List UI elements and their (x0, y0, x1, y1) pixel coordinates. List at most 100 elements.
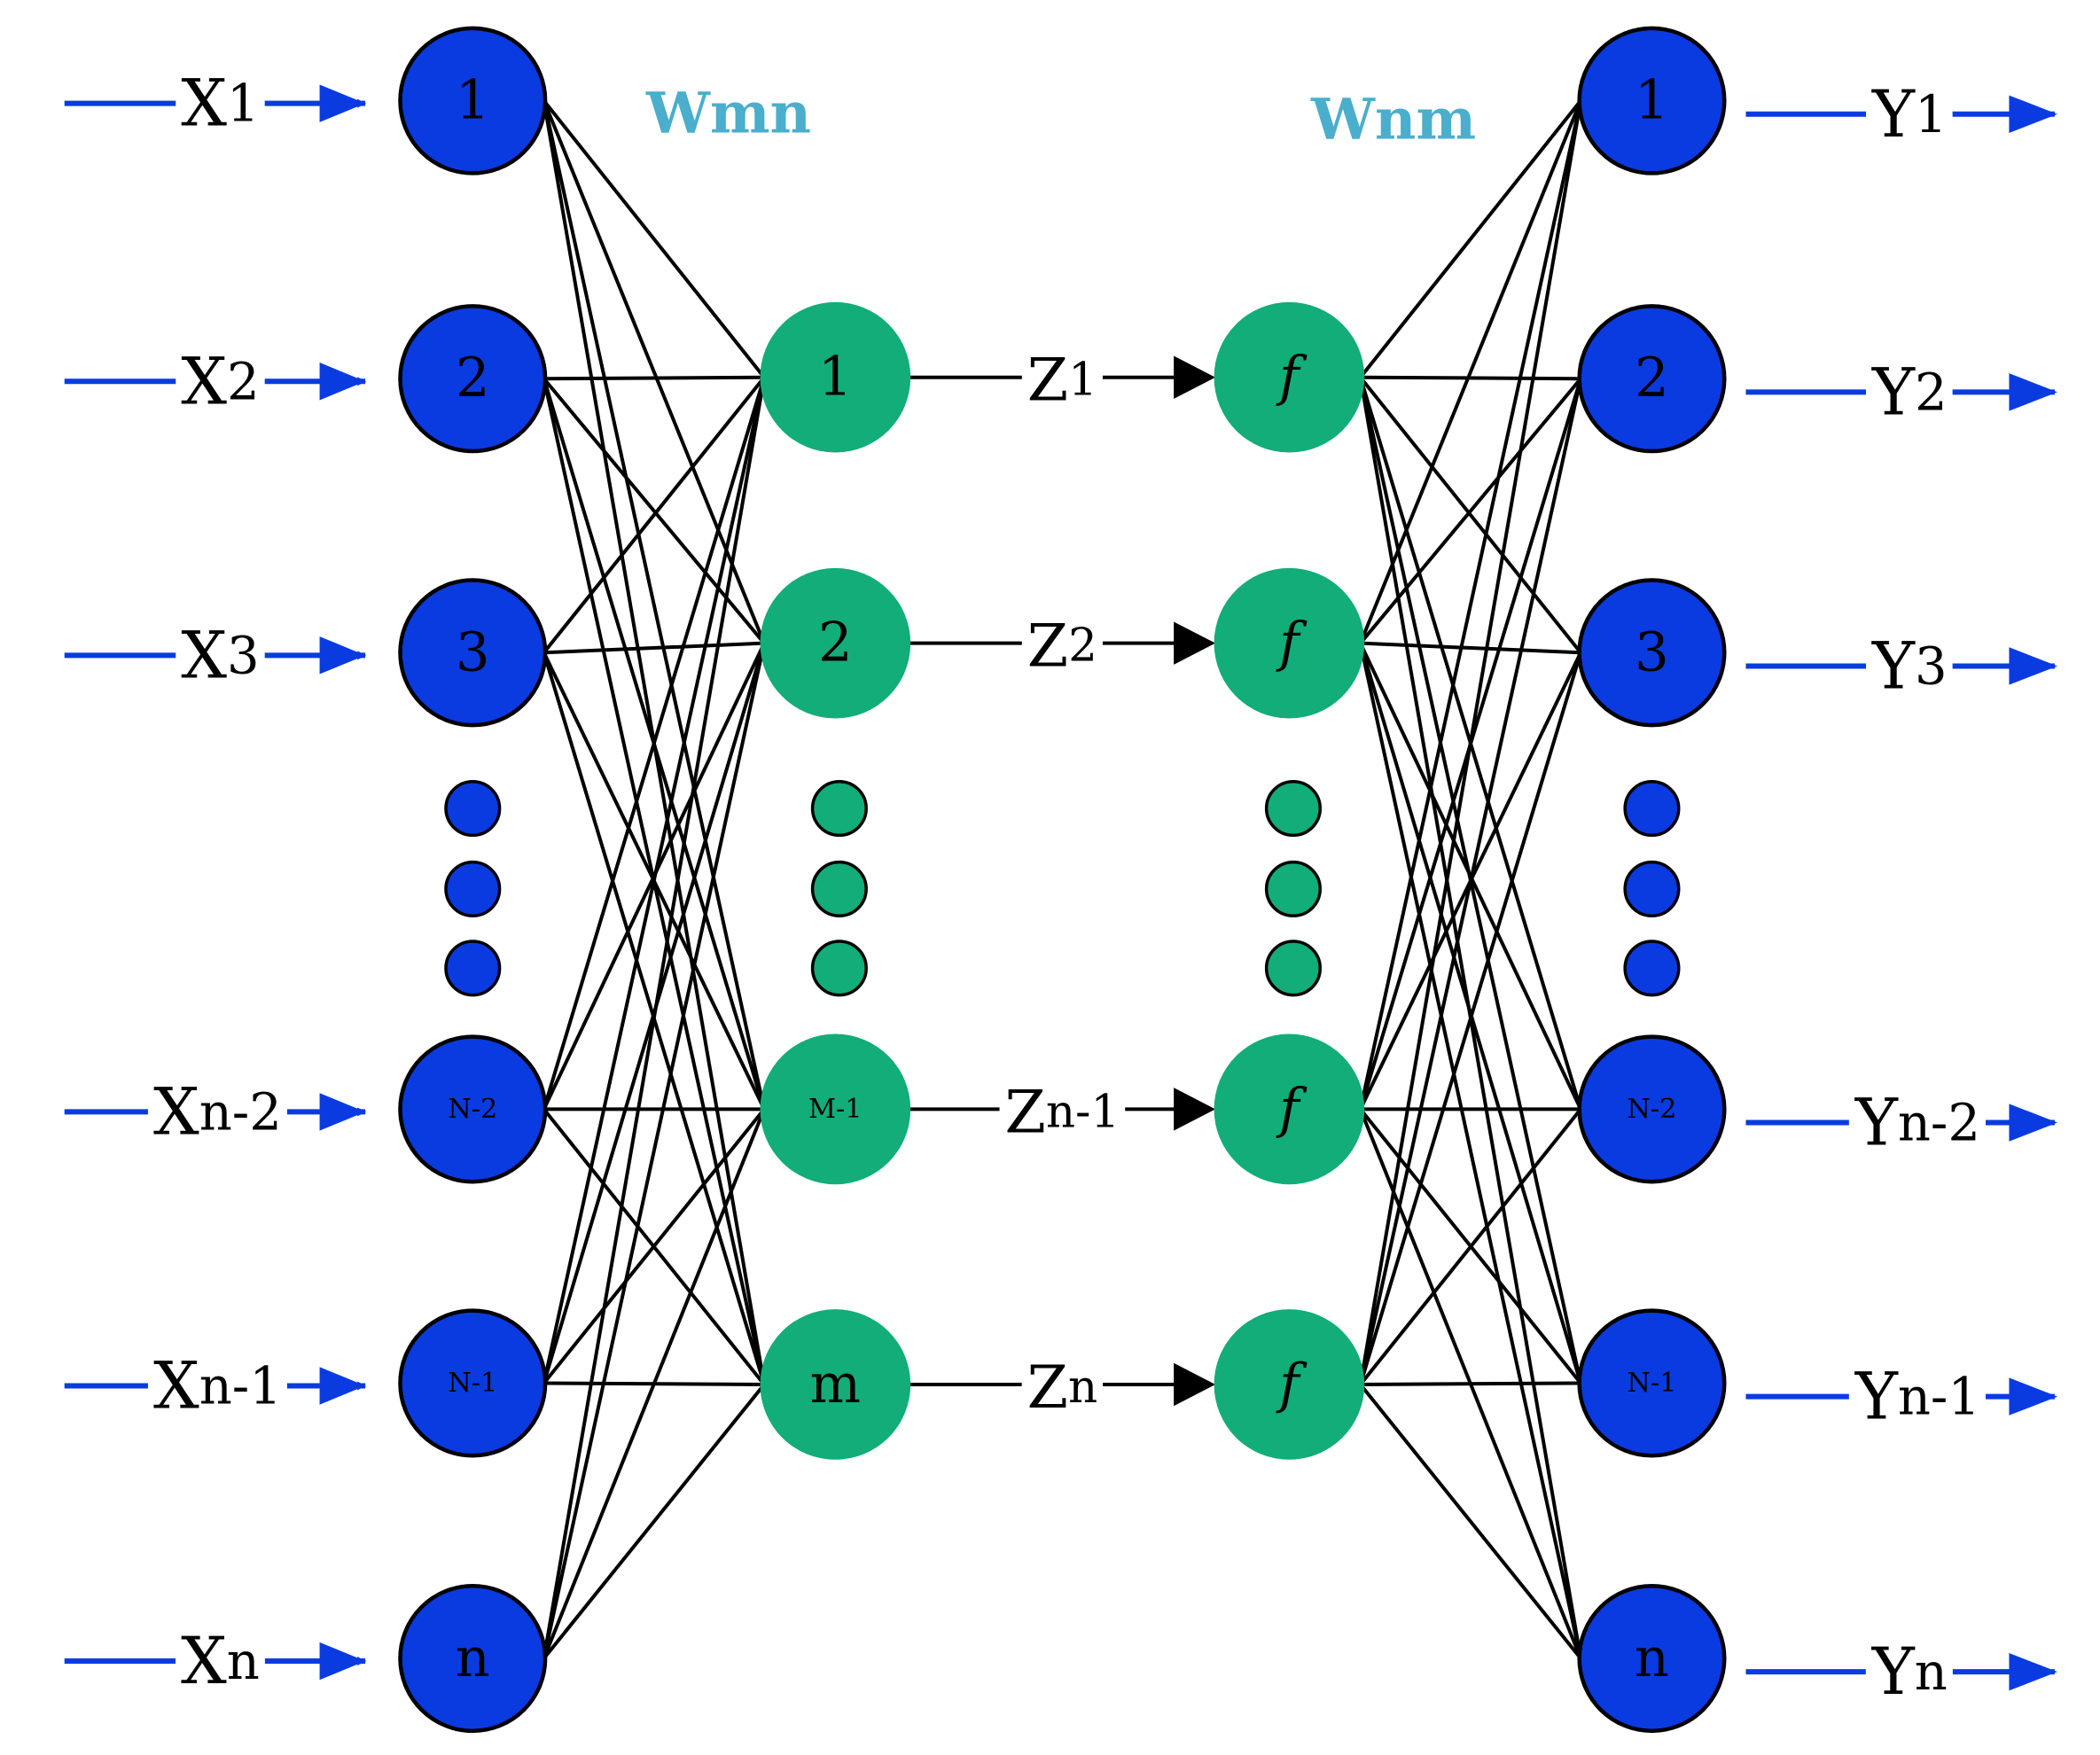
hidden-ellipsis-dot (810, 779, 868, 838)
z-label-sub: 2 (1068, 620, 1097, 673)
input-node-label: n (456, 1627, 490, 1689)
connections-layer (542, 99, 1583, 1660)
hidden-ellipsis-dot (810, 940, 868, 997)
output-node (1577, 578, 1727, 728)
z-label-background (1021, 1355, 1104, 1418)
input-ellipsis-dot (444, 940, 502, 997)
z-arrowhead (1174, 621, 1216, 665)
input-node-label: N-2 (448, 1094, 497, 1125)
io-label-background (1848, 1090, 1987, 1156)
output-node-label: 2 (1635, 347, 1669, 410)
output-label-base: Y (1854, 1359, 1899, 1434)
input-label-sub: 1 (227, 74, 260, 133)
input-label-sub: 3 (227, 626, 260, 685)
io-label-background (1866, 82, 1953, 147)
z-label-sub: n-1 (1046, 1085, 1120, 1138)
connection-line (1358, 99, 1583, 644)
output-node (1577, 1034, 1727, 1184)
io-label-background (1848, 1364, 1987, 1430)
z-label: Z1 (1027, 346, 1097, 415)
activation-node (1214, 1034, 1365, 1185)
hidden-node-label: 1 (818, 347, 853, 409)
io-label-background (176, 1628, 265, 1694)
connection-line (542, 100, 766, 1110)
input-arrowhead (319, 84, 366, 122)
input-label-base: X (153, 1074, 199, 1150)
connection-line (542, 377, 766, 1110)
output-label: Y3 (1871, 628, 1948, 704)
input-arrowhead (319, 636, 366, 675)
output-label: Yn-2 (1854, 1085, 1980, 1160)
input-label-sub: n (227, 1632, 260, 1691)
connection-line (1358, 100, 1583, 1110)
input-label-base: X (181, 66, 227, 141)
input-label: Xn-2 (153, 1074, 282, 1150)
input-node (398, 26, 548, 176)
output-label-sub: 1 (1915, 84, 1948, 144)
io-label-background (1865, 1639, 1953, 1704)
output-node-label: 1 (1635, 70, 1669, 132)
output-node (1577, 304, 1727, 454)
activation-node (1214, 567, 1365, 719)
activation-ellipsis-dot (1264, 940, 1322, 997)
input-label-base: X (153, 1348, 199, 1424)
output-label-base: Y (1871, 1634, 1916, 1710)
input-node-label: 3 (456, 621, 490, 683)
connection-line (543, 99, 766, 378)
weight-label-wnm: Wnm (1310, 87, 1476, 153)
input-label: X1 (181, 66, 259, 141)
z-label-background (1021, 348, 1103, 411)
input-arrowhead (319, 363, 366, 401)
io-label-background (1866, 633, 1953, 698)
input-label: Xn-1 (153, 1348, 282, 1424)
input-label: Xn (181, 1624, 260, 1699)
activation-ellipsis-dot (1264, 779, 1322, 838)
z-label-sub: n (1068, 1361, 1097, 1414)
output-label-sub: 3 (1915, 636, 1948, 696)
connection-line (1358, 378, 1583, 1385)
connection-line (1359, 1108, 1582, 1386)
input-label-sub: n-2 (199, 1082, 282, 1142)
output-arrowhead (2009, 1104, 2057, 1142)
io-label-background (147, 1079, 287, 1144)
hidden-node (760, 1034, 911, 1185)
output-ellipsis-dot (1623, 860, 1681, 917)
output-node (1577, 1308, 1727, 1458)
output-label-base: Y (1871, 355, 1916, 430)
z-label: Zn-1 (1005, 1077, 1120, 1146)
output-arrowhead (2009, 1377, 2057, 1416)
io-label-background (1866, 359, 1953, 425)
output-node (1577, 26, 1727, 176)
connection-line (543, 1383, 766, 1660)
z-label-base: Z (1027, 1353, 1068, 1422)
weight-label-wmn: Wmn (645, 81, 811, 147)
connection-line (543, 375, 765, 381)
connection-line (1360, 375, 1581, 381)
input-node (398, 1034, 548, 1184)
output-node (1577, 1583, 1727, 1734)
input-label: X2 (181, 344, 259, 419)
connection-line (1358, 651, 1583, 1385)
input-node (398, 1583, 548, 1734)
io-label-background (176, 622, 265, 688)
z-label-base: Z (1027, 346, 1068, 415)
output-arrowhead (2009, 1652, 2057, 1691)
input-arrowhead (319, 1642, 366, 1681)
activation-ellipsis-dot (1264, 860, 1322, 917)
output-node-label: 3 (1635, 621, 1669, 683)
input-ellipsis-dot (444, 779, 502, 838)
input-node (398, 578, 548, 728)
input-node (398, 1308, 548, 1458)
input-label-base: X (181, 618, 227, 693)
hidden-node (760, 301, 911, 453)
output-node-label: n (1635, 1627, 1669, 1689)
z-label: Z2 (1027, 612, 1097, 681)
connection-line (542, 1108, 766, 1659)
connection-line (1359, 1383, 1582, 1660)
output-arrowhead (2009, 647, 2057, 685)
input-arrowhead (319, 1093, 366, 1131)
